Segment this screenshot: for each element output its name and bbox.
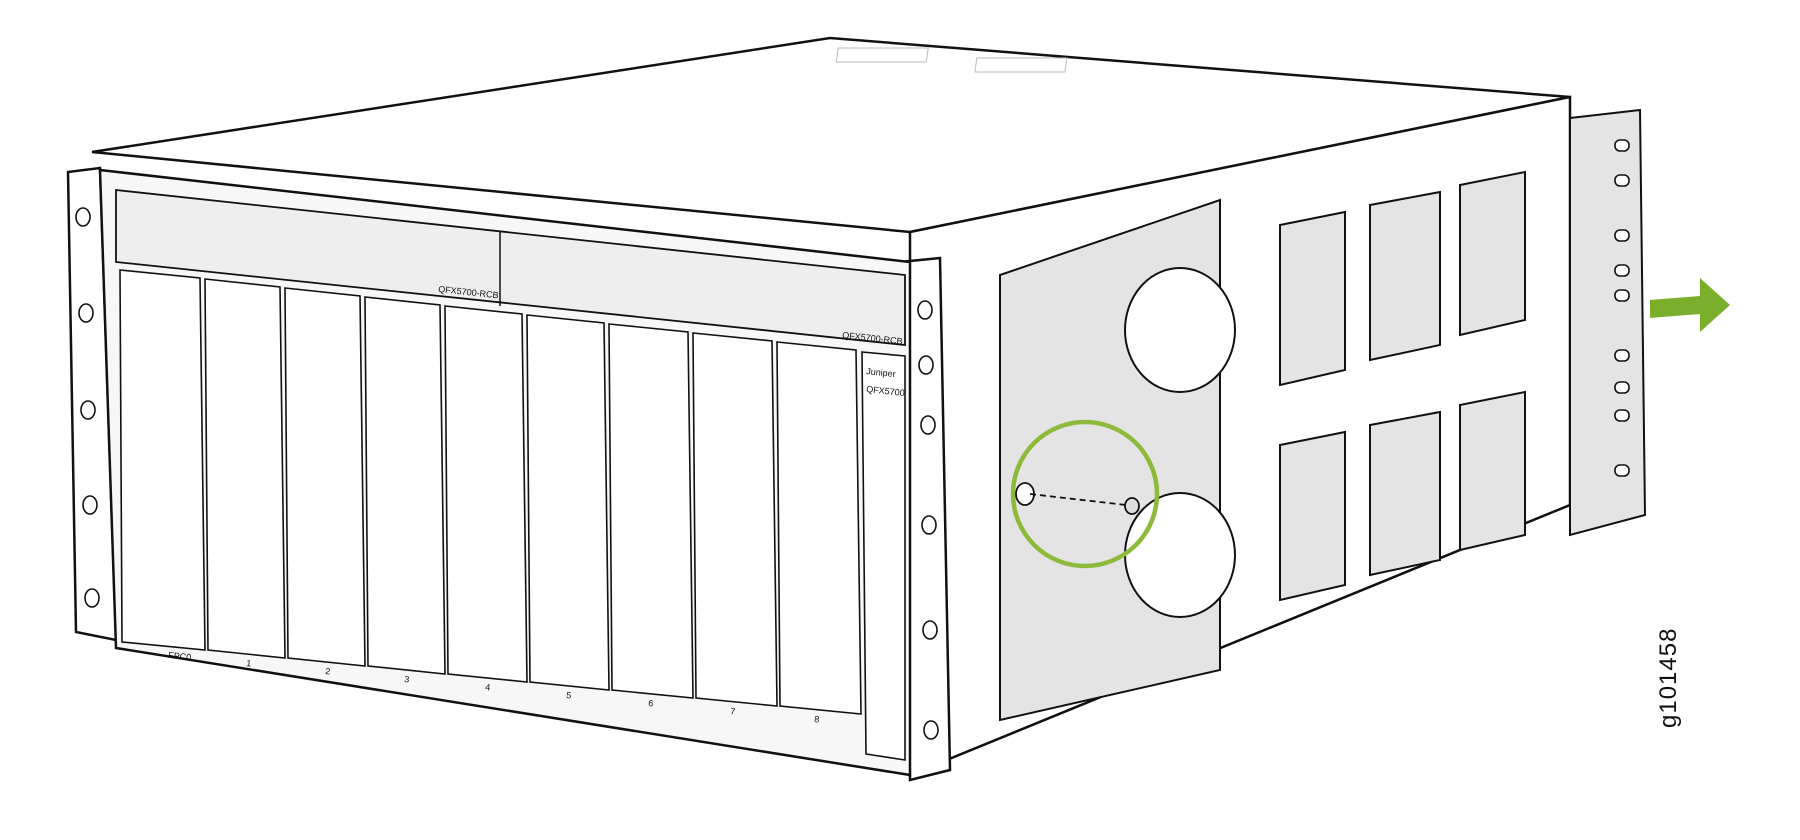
fpc-slot-label-6: 6: [648, 698, 654, 708]
fpc-slot-label-7: 7: [730, 706, 736, 716]
fpc-slot-label-2: 2: [325, 666, 331, 676]
fpc-slot-labels: FPC0 1 2 3 4 5 6 7 8: [168, 650, 820, 724]
figure-id-label: g101458: [1655, 627, 1682, 728]
screw-callout: [1010, 419, 1160, 569]
fpc-slot-label-1: 1: [246, 658, 252, 668]
brand-label: Juniper: [866, 366, 896, 379]
screw-icon: [1124, 497, 1140, 515]
front-control-panel: [861, 351, 906, 761]
model-label: QFX5700: [866, 384, 905, 398]
right-arrow-icon: [1650, 278, 1730, 332]
screw-path-dashed-line: [1029, 493, 1127, 506]
rcb-row: [115, 188, 906, 346]
rear-ear: [1569, 108, 1647, 537]
side-cutouts: [1279, 170, 1526, 602]
fpc-slot-label-3: 3: [404, 674, 410, 684]
fpc-slot-label-5: 5: [566, 690, 572, 700]
fpc-slot-label-0: FPC0: [168, 650, 192, 662]
fpc-slot-label-8: 8: [814, 714, 820, 724]
side-mounting-bracket: [999, 198, 1236, 722]
fpc-slots: [119, 269, 862, 715]
fpc-slot-label-4: 4: [485, 682, 491, 692]
